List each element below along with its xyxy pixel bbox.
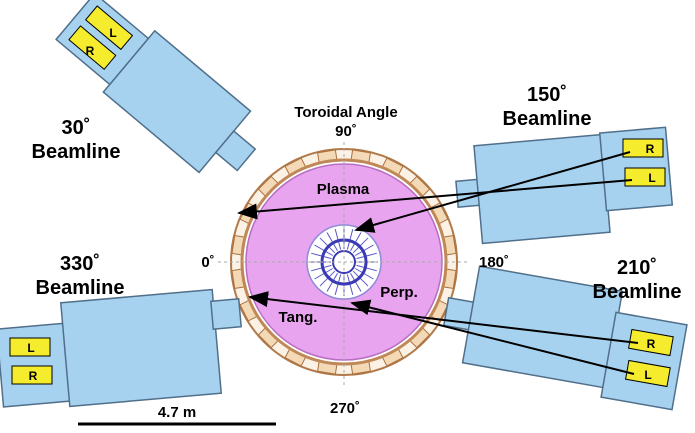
ion-source-l [624, 167, 666, 187]
source-housing [55, 0, 150, 86]
beam-arrow-150-l [237, 179, 633, 220]
source-label-330-a: L [27, 341, 34, 355]
ion-source-r [84, 5, 134, 51]
source-label-30-a: R [86, 44, 95, 58]
angle-270-label: 270˚ [330, 400, 360, 417]
beam-arrow-210-r [248, 291, 639, 344]
beamline-330-angle: 330˚ [60, 252, 100, 275]
tang-label: Tang. [279, 309, 318, 326]
source-label-210-a: R [647, 337, 656, 351]
ion-source-r [11, 365, 53, 385]
beamline-30 [55, 0, 257, 174]
coil-line [346, 274, 354, 295]
ion-source-l [68, 25, 117, 70]
perp-label: Perp. [380, 284, 418, 301]
source-label-30-b: L [109, 26, 116, 40]
ion-source-r [622, 138, 664, 158]
scale-bar-label: 4.7 m [158, 404, 196, 421]
source-label-150-a: R [646, 142, 655, 156]
injector-box [59, 288, 223, 408]
coil-line [356, 264, 377, 272]
coil-line [356, 252, 377, 260]
coil-line [334, 274, 342, 295]
coil-line [311, 252, 332, 260]
ion-source-r [628, 328, 674, 357]
source-label-210-b: L [644, 368, 651, 382]
angle-0-label: 0˚ [201, 254, 214, 271]
injector-neck [214, 129, 257, 172]
beamline-210-angle: 210˚ [617, 256, 657, 279]
source-housing [0, 322, 75, 408]
plasma-label: Plasma [317, 181, 370, 198]
source-housing [600, 311, 688, 411]
source-label-150-b: L [648, 171, 655, 185]
beamline-30-word: Beamline [32, 141, 121, 163]
beamline-210 [442, 265, 688, 411]
beamline-210-word: Beamline [593, 281, 682, 303]
beamline-150 [455, 126, 674, 245]
injector-neck [210, 298, 242, 330]
beamline-150-word: Beamline [503, 108, 592, 130]
beamline-330 [0, 288, 242, 408]
angle-180-label: 180˚ [479, 254, 509, 271]
beamline-30-angle: 30˚ [62, 116, 91, 139]
source-label-330-b: R [29, 369, 38, 383]
ion-source-l [9, 337, 51, 357]
beam-arrow-210-l [350, 299, 635, 375]
beam-arrows [237, 151, 639, 375]
injector-box [473, 133, 611, 245]
beamline-150-angle: 150˚ [527, 83, 567, 106]
angle-90-label: 90˚ [335, 123, 357, 140]
toroidal-angle-title: Toroidal Angle [294, 104, 397, 121]
ion-source-l [625, 359, 671, 388]
coil-line [311, 264, 332, 272]
beamline-330-word: Beamline [36, 277, 125, 299]
